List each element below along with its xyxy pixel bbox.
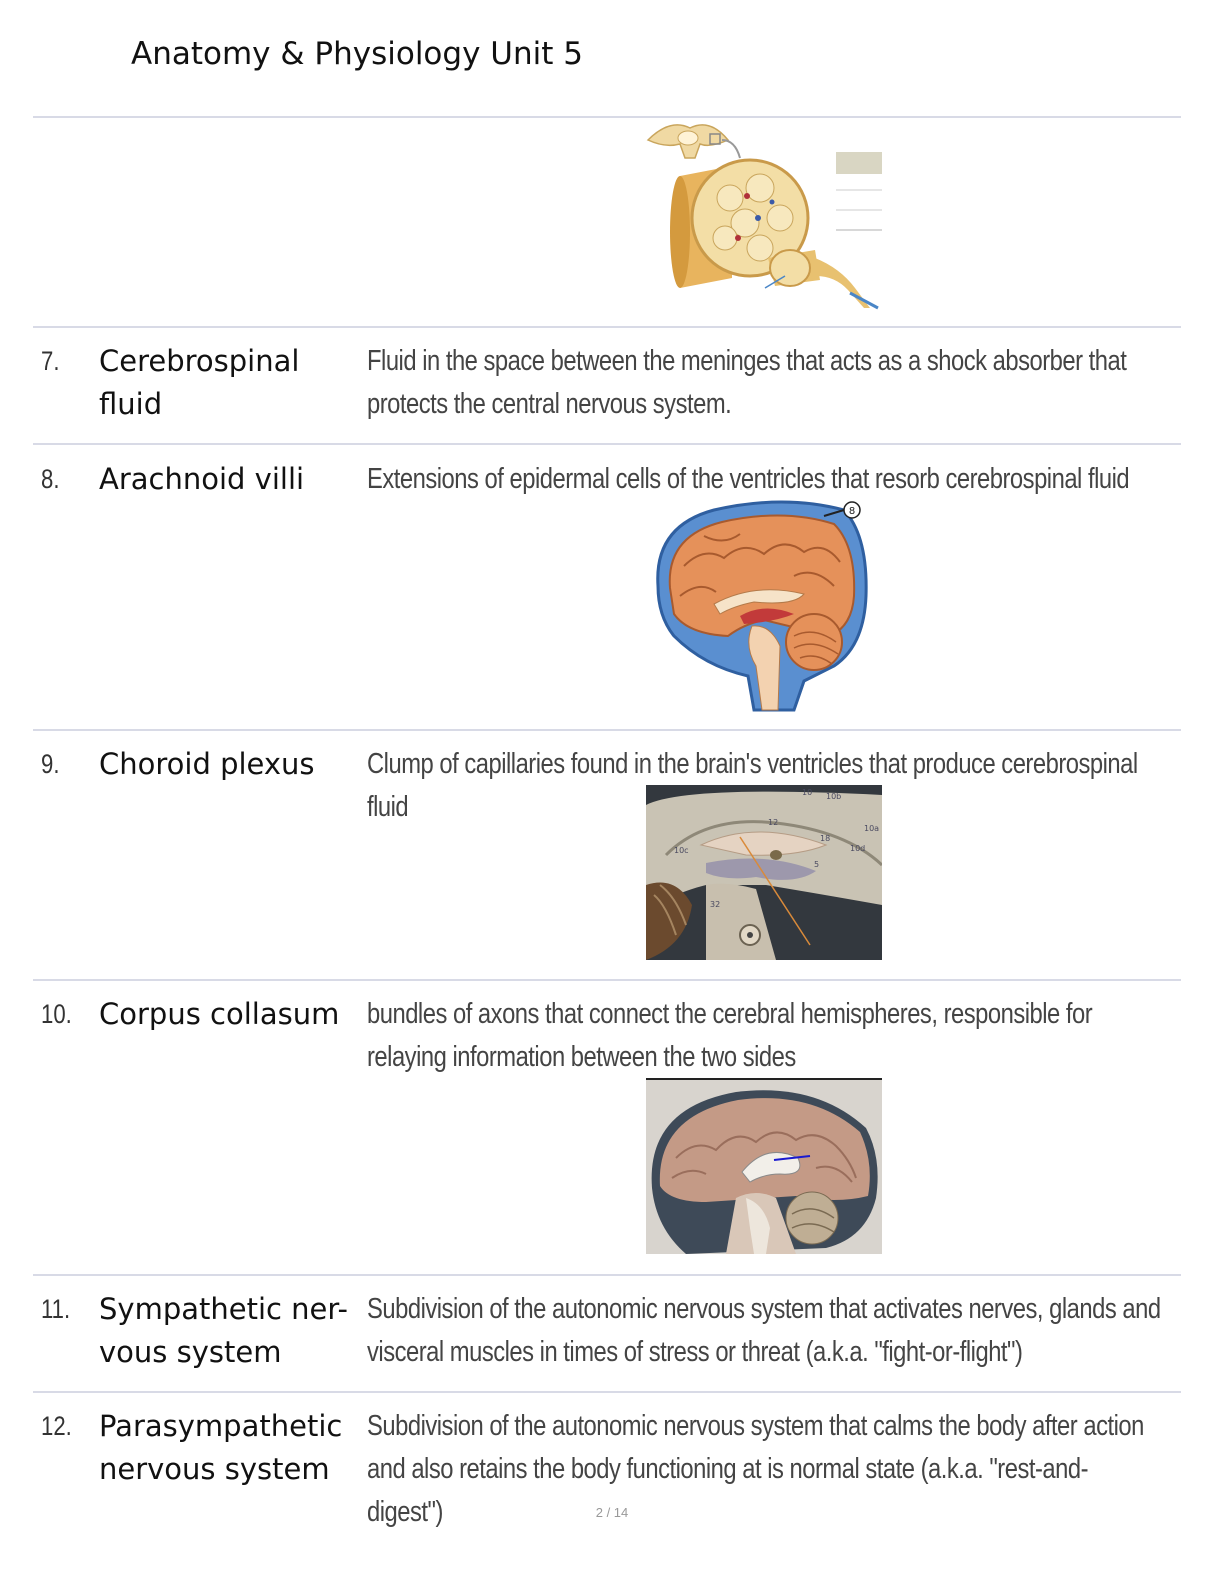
divider bbox=[33, 979, 1181, 981]
figure-label: 12 bbox=[768, 818, 778, 827]
term-line: Choroid plexus bbox=[99, 747, 315, 781]
entry-number: 12. bbox=[41, 1411, 72, 1441]
term-line: Sympathetic ner- bbox=[99, 1292, 348, 1326]
entry-definition: bundles of axons that connect the cerebr… bbox=[367, 998, 1093, 1073]
divider bbox=[33, 1391, 1181, 1393]
entry-definition: Subdivision of the autonomic nervous sys… bbox=[367, 1293, 1161, 1368]
divider bbox=[33, 326, 1181, 328]
entry-number: 11. bbox=[41, 1294, 71, 1324]
term-line: Arachnoid villi bbox=[99, 462, 305, 496]
figure-label-8: 8 bbox=[849, 506, 855, 517]
entry-number: 8. bbox=[41, 464, 60, 494]
entry-term: Parasympathetic nervous system bbox=[99, 1405, 359, 1491]
page-title: Anatomy & Physiology Unit 5 bbox=[131, 36, 583, 72]
figure-label: 10d bbox=[850, 844, 865, 853]
brain-model-photo-choroid-plexus: 10 10b 10a 10c 10d 12 18 5 32 bbox=[646, 785, 882, 960]
entry-definition: Extensions of epidermal cells of the ven… bbox=[367, 463, 1130, 495]
entry-term: Cerebrospinal fluid bbox=[99, 340, 359, 426]
term-line: Parasympathetic bbox=[99, 1409, 343, 1443]
entry-term: Arachnoid villi bbox=[99, 458, 359, 501]
term-line: vous system bbox=[99, 1335, 282, 1369]
entry-number: 9. bbox=[41, 749, 60, 779]
divider bbox=[33, 443, 1181, 445]
entry-number: 10. bbox=[41, 999, 72, 1029]
figure-label: 10b bbox=[826, 792, 841, 801]
divider bbox=[33, 116, 1181, 118]
nerve-cross-section-figure bbox=[640, 118, 890, 310]
entry-term: Corpus collasum bbox=[99, 993, 359, 1036]
figure-label: 32 bbox=[710, 900, 720, 909]
entry-term: Sympathetic ner- vous system bbox=[99, 1288, 359, 1374]
figure-label: 10a bbox=[864, 824, 879, 833]
term-line: Corpus collasum bbox=[99, 997, 340, 1031]
entry-definition: Subdivision of the autonomic nervous sys… bbox=[367, 1410, 1144, 1528]
entry-definition: Fluid in the space between the meninges … bbox=[367, 345, 1127, 420]
divider bbox=[33, 1274, 1181, 1276]
entry-term: Choroid plexus bbox=[99, 743, 359, 786]
term-line: fluid bbox=[99, 387, 163, 421]
divider bbox=[33, 729, 1181, 731]
entry-definition: Clump of capillaries found in the brain'… bbox=[367, 748, 1138, 823]
page-number: 2 / 14 bbox=[595, 1505, 629, 1520]
figure-label: 10 bbox=[802, 788, 812, 797]
brain-model-photo-corpus-callosum bbox=[646, 1078, 882, 1254]
brain-sagittal-diagram: 8 bbox=[644, 496, 874, 712]
term-line: nervous system bbox=[99, 1452, 330, 1486]
entry-number: 7. bbox=[41, 346, 60, 376]
figure-label: 5 bbox=[814, 860, 819, 869]
figure-label: 18 bbox=[820, 834, 830, 843]
term-line: Cerebrospinal bbox=[99, 344, 300, 378]
figure-label: 10c bbox=[674, 846, 689, 855]
